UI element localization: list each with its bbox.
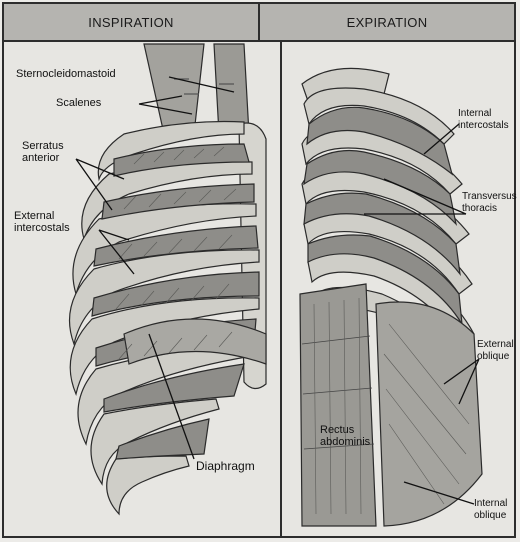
label-serratus-anterior: Serratus anterior xyxy=(22,140,64,164)
label-internal-oblique: Internal oblique xyxy=(474,498,507,522)
label-external-intercostals: External intercostals xyxy=(14,210,70,234)
right-ribcage xyxy=(300,68,482,526)
label-diaphragm: Diaphragm xyxy=(196,460,255,473)
label-transversus-thoracis: Transversus thoracis xyxy=(462,191,517,215)
label-sternocleidomastoid: Sternocleidomastoid xyxy=(16,68,116,80)
anatomy-illustration xyxy=(4,4,518,540)
label-scalenes: Scalenes xyxy=(56,97,101,109)
label-internal-intercostals: Internal intercostals xyxy=(458,108,509,132)
label-external-oblique: External oblique xyxy=(477,339,514,363)
label-rectus-abdominis: Rectus abdominis xyxy=(320,424,370,448)
left-ribcage xyxy=(70,44,267,514)
figure-frame: INSPIRATION EXPIRATION xyxy=(2,2,516,538)
